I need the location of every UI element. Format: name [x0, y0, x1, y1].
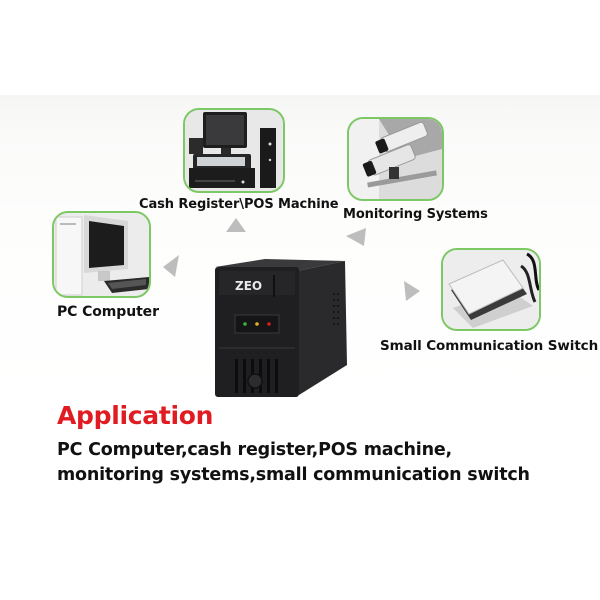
arrow-left-icon — [163, 255, 179, 277]
communication-switch-image — [441, 248, 541, 331]
arrow-right-icon — [404, 281, 420, 301]
section-title: Application — [57, 401, 214, 430]
arrow-up-icon — [226, 218, 246, 232]
monitoring-systems-image — [347, 117, 444, 201]
arrow-up-right-icon — [346, 228, 366, 246]
pc-computer-image — [52, 211, 151, 298]
communication-switch-label: Small Communication Switch — [380, 338, 599, 354]
description-line-1: PC Computer,cash register,POS machine, — [57, 440, 452, 460]
monitoring-systems-label: Monitoring Systems — [343, 207, 488, 222]
brand-logo: ZEO — [235, 279, 262, 293]
power-button-icon — [247, 373, 263, 389]
ups-product-image: ZEO — [205, 255, 355, 400]
pos-machine-label: Cash Register\POS Machine — [139, 197, 339, 212]
description-line-2: monitoring systems,small communication s… — [57, 465, 530, 485]
pos-machine-image — [183, 108, 285, 193]
pc-computer-label: PC Computer — [57, 304, 159, 320]
